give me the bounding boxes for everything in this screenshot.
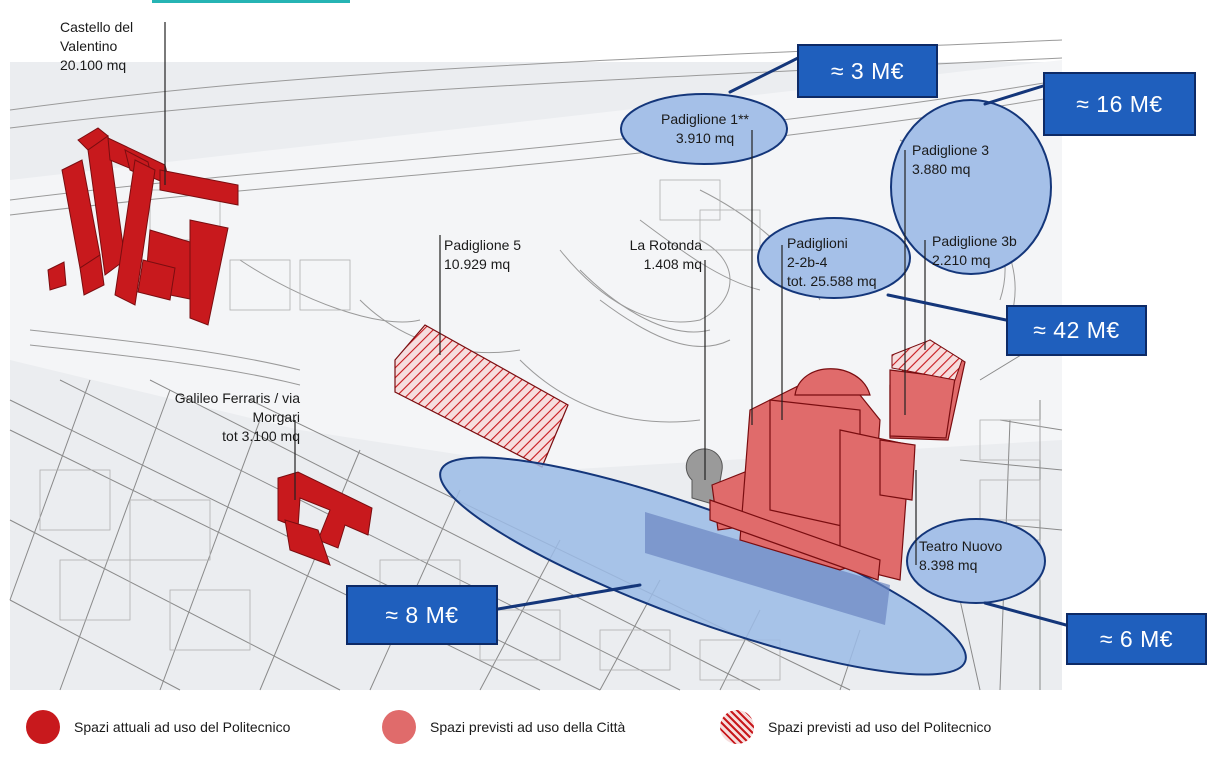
legend-planned-label: Spazi previsti ad uso del Politecnico xyxy=(768,719,992,735)
cost-box-3m: ≈ 3 M€ xyxy=(797,44,938,98)
street-grid xyxy=(9,329,1063,691)
label-rotonda: La Rotonda 1.408 mq xyxy=(629,237,702,272)
castello-building xyxy=(47,127,239,326)
label-padiglione1: Padiglione 1** 3.910 mq xyxy=(661,111,749,146)
cost-box-16m: ≈ 16 M€ xyxy=(1043,72,1196,136)
label-padiglioni2: Padiglioni 2-2b-4 tot. 25.588 mq xyxy=(787,235,877,289)
top-accent-bar xyxy=(152,0,350,3)
padiglione3-ellipse xyxy=(890,99,1052,275)
legend-planned-swatch xyxy=(720,710,754,744)
galileo-building xyxy=(277,471,373,566)
teatro-ellipse xyxy=(906,518,1046,604)
cost-box-42m: ≈ 42 M€ xyxy=(1006,305,1147,356)
legend-city: Spazi previsti ad uso della Città xyxy=(382,710,625,744)
padiglioni2-ellipse xyxy=(757,217,911,299)
legend-current: Spazi attuali ad uso del Politecnico xyxy=(26,710,290,744)
city-area-rect xyxy=(645,512,890,625)
padiglione3b-hatch xyxy=(891,339,963,381)
cost-box-8m: ≈ 8 M€ xyxy=(346,585,498,645)
padiglioni-complex xyxy=(709,339,966,581)
label-padiglione3: Padiglione 3 3.880 mq xyxy=(912,142,990,177)
legend-current-swatch xyxy=(26,710,60,744)
label-teatro: Teatro Nuovo 8.398 mq xyxy=(919,538,1003,573)
cost-connectors xyxy=(496,56,1068,627)
padiglione1-ellipse xyxy=(620,93,788,165)
legend-city-label: Spazi previsti ad uso della Città xyxy=(430,719,626,735)
legend-city-swatch xyxy=(382,710,416,744)
padiglione5-building xyxy=(394,324,569,468)
label-padiglione5: Padiglione 5 10.929 mq xyxy=(444,237,522,272)
label-galileo: Galileo Ferraris / via Morgari tot 3.100… xyxy=(174,390,300,444)
park-area xyxy=(10,60,1062,470)
label-padiglione3b: Padiglione 3b 2.210 mq xyxy=(932,233,1017,268)
legend-planned: Spazi previsti ad uso del Politecnico xyxy=(720,710,991,744)
cost-box-6m: ≈ 6 M€ xyxy=(1066,613,1207,665)
leader-lines xyxy=(164,22,926,565)
label-castello: Castello del Valentino 20.100 mq xyxy=(60,19,134,73)
legend-current-label: Spazi attuali ad uso del Politecnico xyxy=(74,719,291,735)
